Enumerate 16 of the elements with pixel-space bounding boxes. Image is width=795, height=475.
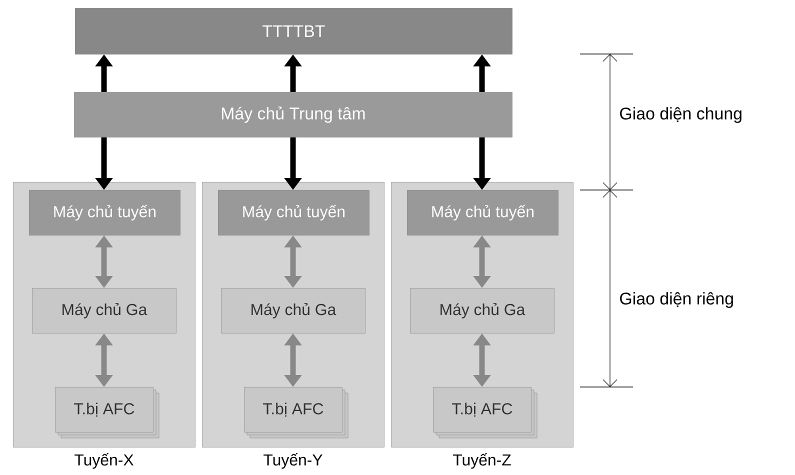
- panel-caption: Tuyến-Y: [264, 453, 322, 469]
- panel-caption: Tuyến-Z: [452, 453, 511, 469]
- server-box: Máy chủ Ga: [32, 288, 176, 334]
- device-stack: T.bị AFC: [55, 387, 160, 438]
- server-bar: Máy chủ Trung tâm: [74, 92, 512, 138]
- dimension-label: Giao diện riêng: [620, 292, 733, 308]
- server-box: Máy chủ tuyến: [29, 190, 180, 236]
- server-box: Máy chủ tuyến: [218, 190, 370, 236]
- server-box: Máy chủ tuyến: [407, 190, 558, 236]
- panel-caption: Tuyến-X: [74, 453, 134, 469]
- device-stack: T.bị AFC: [244, 387, 348, 438]
- server-box: Máy chủ Ga: [410, 288, 554, 334]
- dimension-label: Giao diện chung: [620, 107, 742, 123]
- server-bar: TTTTBT: [75, 8, 512, 54]
- server-box: Máy chủ Ga: [221, 288, 366, 334]
- device-stack: T.bị AFC: [433, 387, 538, 438]
